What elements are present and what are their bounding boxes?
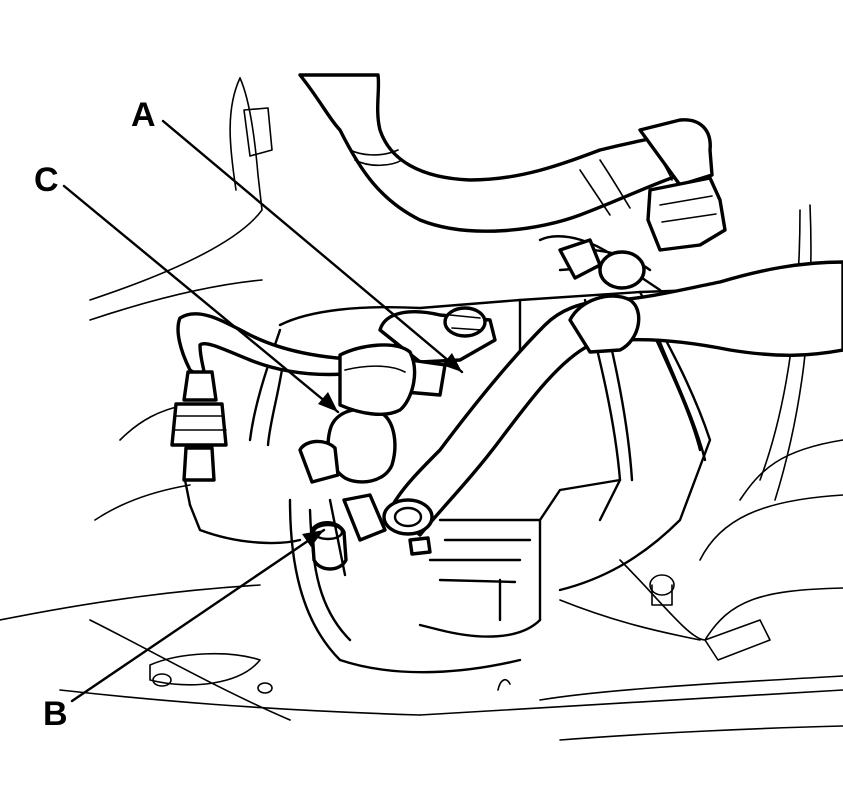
callout-label-b: B [43, 695, 68, 733]
upper-coolant-hose [298, 73, 727, 280]
arrowhead-c [318, 392, 338, 412]
transmission-housing [183, 235, 727, 674]
callout-label-c: C [34, 161, 59, 199]
background-body-panels [0, 77, 843, 741]
callout-label-a: A [131, 96, 156, 134]
arrowhead-a [442, 353, 462, 372]
arrowhead-b [302, 530, 324, 547]
component-c-fitting [298, 343, 417, 484]
lower-coolant-hose [382, 250, 843, 537]
callout-leaders [62, 119, 464, 703]
